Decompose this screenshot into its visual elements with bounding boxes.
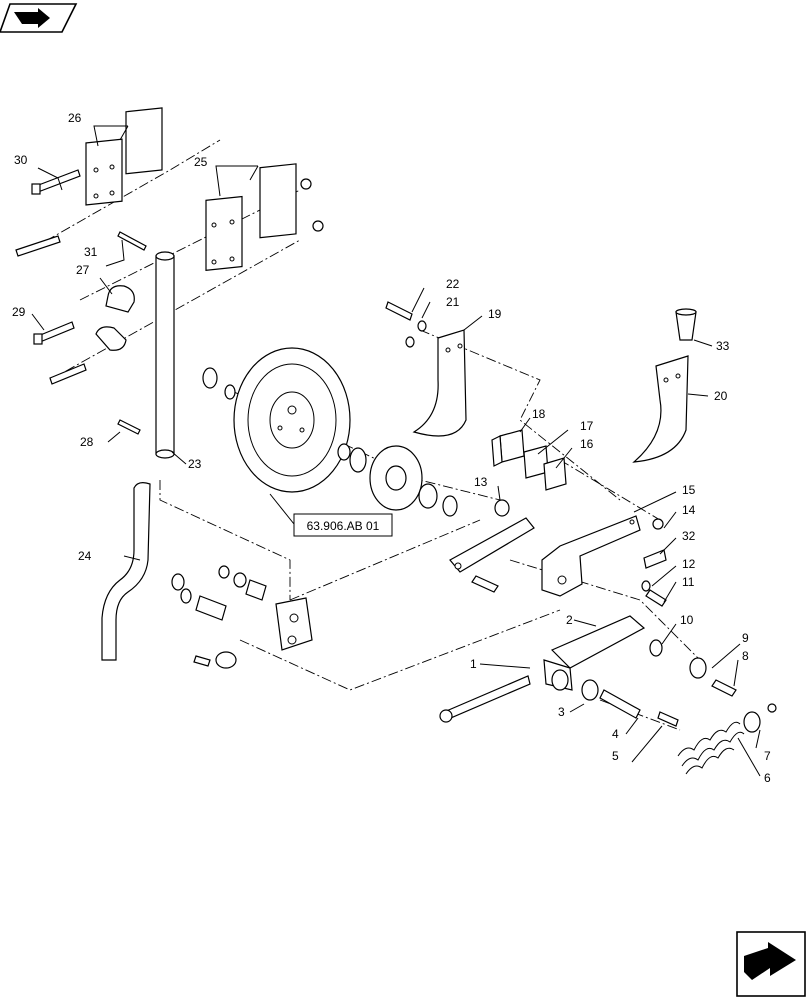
bolt-11: [645, 589, 667, 607]
shank-24: [101, 482, 151, 661]
bushing-10: [649, 639, 663, 657]
callout-21: 21: [446, 295, 460, 309]
tip-33: [675, 308, 697, 341]
callout-25: 25: [194, 155, 208, 169]
callout-32: 32: [682, 529, 696, 543]
leader-lines: [31, 125, 761, 777]
reference-box-label: 63.906.AB 01: [307, 519, 380, 533]
callout-9: 9: [742, 631, 749, 645]
bolt-22: [385, 301, 413, 321]
callout-7: 7: [764, 749, 771, 763]
bolt-29: [33, 321, 75, 345]
pivot-block: [275, 597, 313, 651]
spring-6: [677, 721, 745, 775]
label-32: [643, 549, 667, 569]
book-arrow-icon[interactable]: [0, 3, 78, 33]
nut-small-top: [300, 178, 324, 232]
washer-12: [641, 580, 651, 592]
callout-2: 2: [566, 613, 573, 627]
threaded-stud-lower: [49, 363, 87, 385]
callout-29: 29: [12, 305, 26, 319]
tube-23: [155, 251, 175, 459]
callout-6: 6: [764, 771, 771, 785]
callout-8: 8: [742, 649, 749, 663]
nut-14: [652, 518, 664, 530]
bolt-4: [599, 689, 641, 719]
washer-3: [581, 679, 599, 701]
callout-10: 10: [680, 613, 694, 627]
callout-27: 27: [76, 263, 90, 277]
bolt-8: [711, 679, 737, 697]
pin-28: [117, 419, 141, 435]
gear-small-left: [202, 367, 236, 400]
callout-18: 18: [532, 407, 546, 421]
next-page-arrow-icon[interactable]: [736, 931, 806, 997]
spacer-stack: [171, 565, 267, 621]
callout-16: 16: [580, 437, 594, 451]
plate-pair-26: [85, 107, 163, 206]
pin-5: [657, 711, 679, 727]
callout-4: 4: [612, 727, 619, 741]
bracket-15: [541, 515, 641, 597]
plate-pair-25: [205, 163, 297, 272]
callout-17: 17: [580, 419, 594, 433]
reference-box-63-906[interactable]: 63.906.AB 01: [269, 493, 393, 537]
clamp-27: [95, 285, 135, 351]
blade-19: [412, 329, 467, 437]
washer-7: [743, 703, 777, 733]
callout-12: 12: [682, 557, 696, 571]
link-arm: [449, 517, 535, 573]
collar-lower: [193, 651, 237, 669]
callout-11: 11: [682, 575, 695, 589]
pin-31: [117, 231, 147, 251]
callout-15: 15: [682, 483, 696, 497]
callout-22: 22: [446, 277, 460, 291]
blade-20: [632, 355, 689, 463]
block-18: [491, 429, 525, 467]
bolt-30: [31, 169, 81, 195]
callout-5: 5: [612, 749, 619, 763]
callout-13: 13: [474, 475, 488, 489]
disc-wheel: [233, 347, 351, 493]
callout-28: 28: [80, 435, 94, 449]
callout-1: 1: [470, 657, 477, 671]
callout-20: 20: [714, 389, 728, 403]
callout-30: 30: [14, 153, 28, 167]
callout-labels: 1 2 3 4 5 6 7 8 9 10 11 12 13 14 15 16 1…: [12, 111, 771, 785]
washer-21: [405, 320, 427, 348]
bushing-13: [494, 499, 510, 517]
callout-23: 23: [188, 457, 202, 471]
washer-9: [689, 657, 707, 679]
callout-19: 19: [488, 307, 502, 321]
callout-14: 14: [682, 503, 696, 517]
callout-33: 33: [716, 339, 730, 353]
assembly-centerlines: [29, 139, 701, 731]
threaded-rod-left: [15, 235, 61, 257]
arm-2: [543, 615, 646, 691]
callout-26: 26: [68, 111, 82, 125]
callout-24: 24: [78, 549, 92, 563]
hub-assembly: [337, 443, 458, 517]
rod-1: [439, 675, 531, 723]
plate-16: [543, 457, 567, 491]
callout-31: 31: [84, 245, 98, 259]
callout-3: 3: [558, 705, 565, 719]
bolt-link: [471, 575, 499, 593]
